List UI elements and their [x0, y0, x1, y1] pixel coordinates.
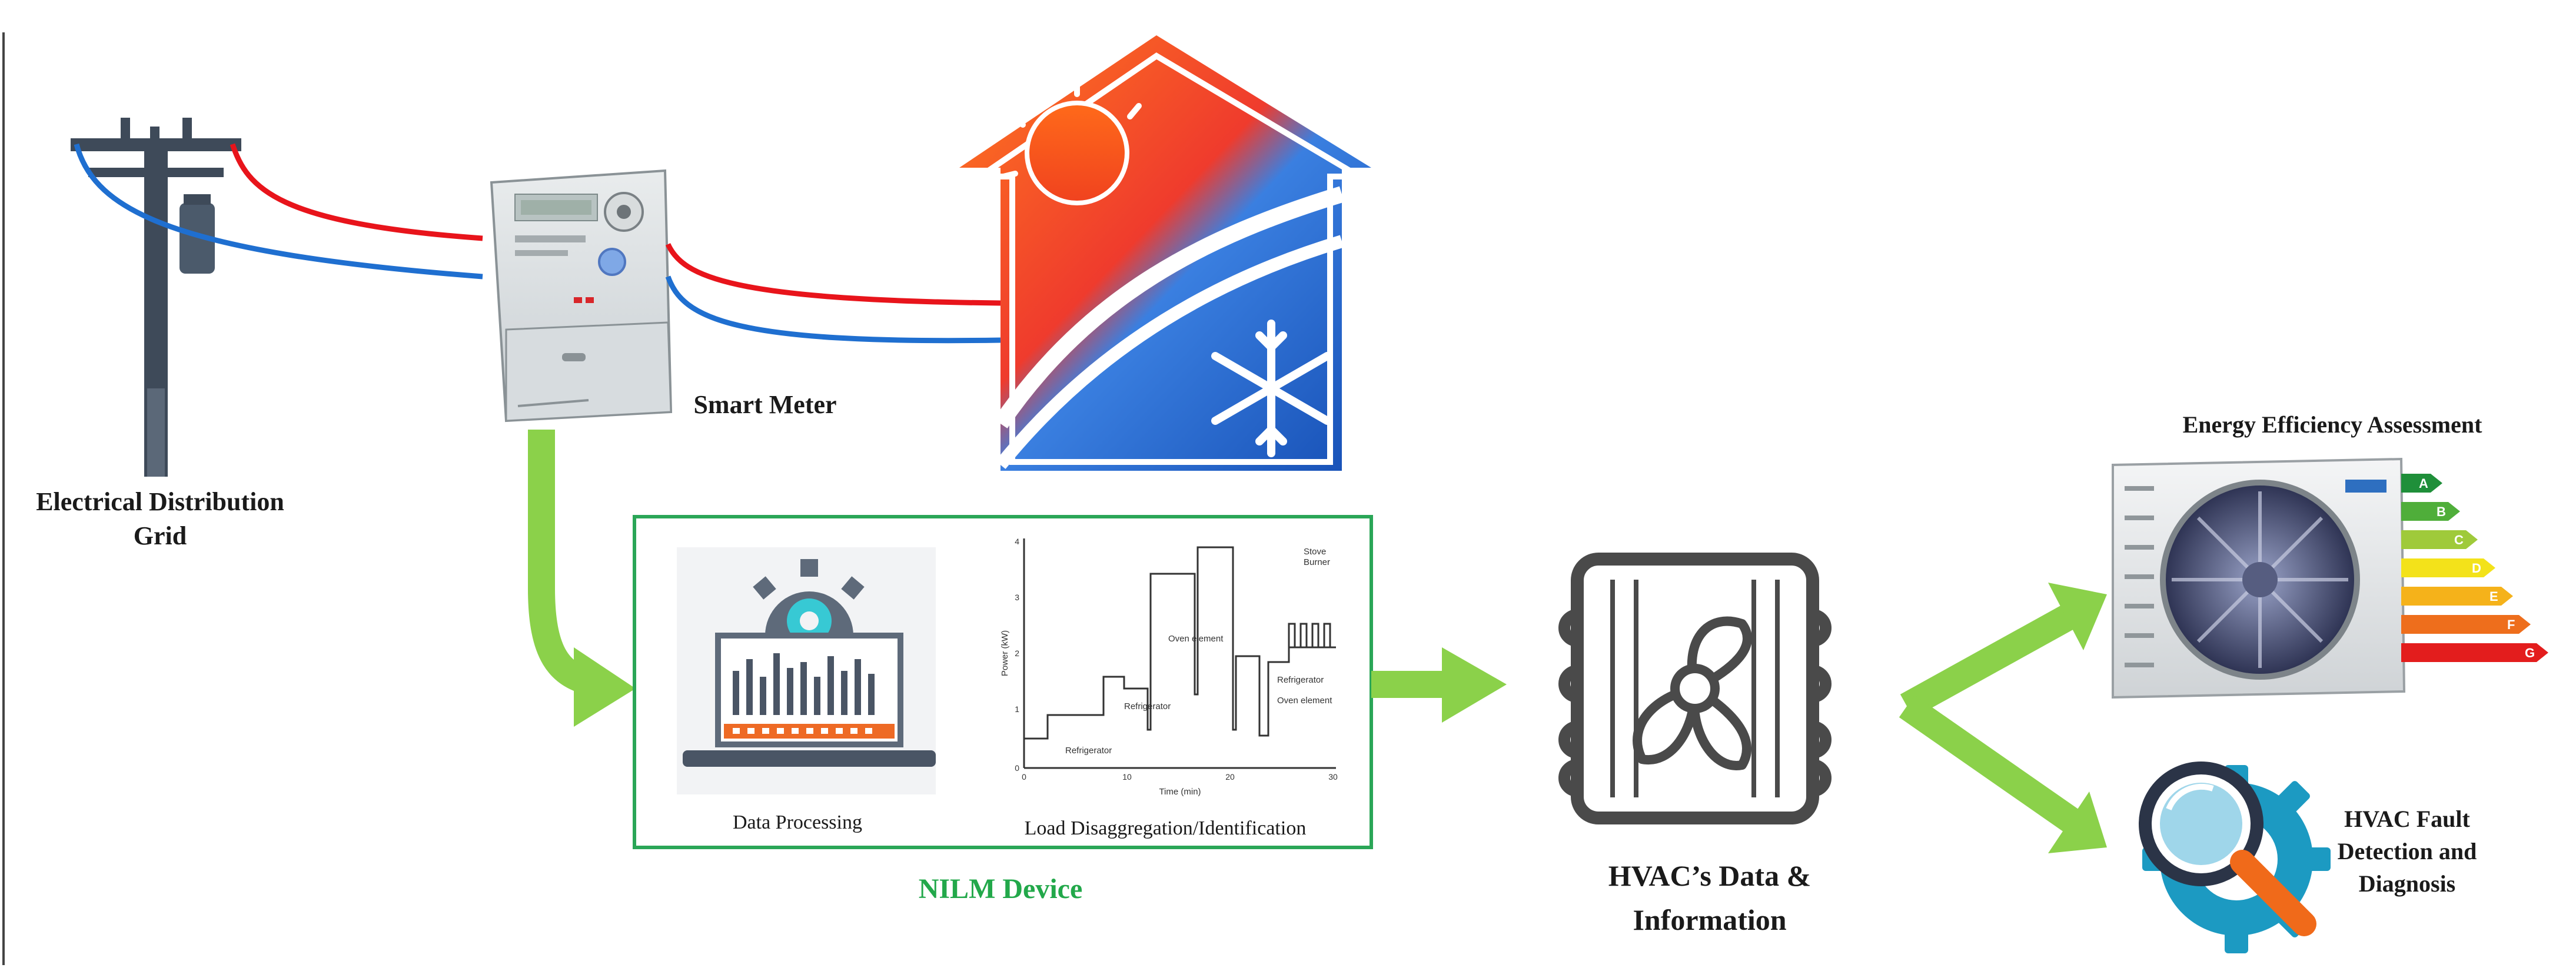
sun-shape	[1025, 101, 1129, 205]
chart-annotation-fridge-1: Refrigerator	[1065, 746, 1112, 756]
fault-label-line1: HVAC Fault	[2344, 806, 2470, 832]
energy-letter-d: D	[2472, 561, 2481, 576]
outdoor-ac-unit-icon	[2112, 457, 2406, 699]
chart-y-tick-4: 4	[1015, 537, 1019, 546]
chart-y-tick-3: 3	[1015, 593, 1019, 602]
chart-x-label: Time (min)	[1159, 787, 1201, 797]
chart-x-tick-0: 0	[1022, 772, 1026, 782]
energy-bar-a	[2401, 474, 2442, 493]
energy-bar-e	[2401, 587, 2513, 606]
load-disaggregation-chart: Stove Burner Oven element Refrigerator R…	[1000, 537, 1338, 797]
load-disaggregation-label: Load Disaggregation/Identification	[1025, 817, 1307, 839]
smart-meter-icon	[490, 169, 673, 423]
energy-bar-c	[2401, 530, 2478, 549]
chart-y-tick-1: 1	[1015, 704, 1019, 714]
chart-y-tick-0: 0	[1015, 763, 1019, 773]
utility-pole-icon	[71, 118, 241, 477]
red-wire-pole-meter	[230, 143, 483, 241]
chart-x-tick-10: 10	[1122, 772, 1132, 782]
arrow-head-to-efficiency	[2048, 583, 2107, 650]
energy-bar-d	[2401, 558, 2495, 577]
red-wire-meter-house	[665, 243, 1001, 306]
snowflake-shape	[1211, 320, 1331, 457]
energy-letter-e: E	[2489, 589, 2498, 604]
chart-annotation-oven-2: Oven element	[1277, 696, 1332, 706]
hvac-data-label-line2: Information	[1633, 903, 1786, 936]
energy-bar-f	[2401, 615, 2531, 634]
chart-y-tick-2: 2	[1015, 649, 1019, 658]
blue-wire-meter-house	[665, 275, 1001, 344]
chart-annotation-burner: Burner	[1304, 557, 1330, 567]
arrow-head-meter-to-nilm	[574, 647, 636, 727]
energy-rating-bars: A B C D E F G	[2401, 474, 2548, 662]
smart-meter-label: Smart Meter	[693, 390, 836, 419]
fault-label-line3: Diagnosis	[2359, 870, 2456, 897]
chart-y-label: Power (kW)	[1000, 630, 1010, 676]
arrow-nilm-to-hvac	[1371, 671, 1448, 698]
nilm-device-label: NILM Device	[919, 873, 1083, 905]
energy-letter-a: A	[2419, 476, 2428, 491]
laptop-data-icon	[677, 547, 936, 794]
chart-annotation-oven-1: Oven element	[1168, 634, 1224, 644]
energy-letter-g: G	[2525, 646, 2535, 660]
chart-annotation-fridge-2: Refrigerator	[1124, 701, 1171, 711]
arrow-meter-to-nilm	[528, 430, 597, 696]
magnifier-handle	[2230, 850, 2316, 936]
energy-letter-c: C	[2454, 533, 2464, 547]
magnifier-gear-icon	[2139, 761, 2331, 953]
data-processing-label: Data Processing	[733, 812, 862, 833]
energy-bar-g	[2401, 643, 2548, 662]
grid-label-line1: Electrical Distribution	[36, 487, 284, 516]
hvac-data-label-line1: HVAC’s Data &	[1608, 859, 1811, 892]
chart-annotation-fridge-3: Refrigerator	[1277, 675, 1324, 685]
fault-label-line2: Detection and	[2338, 838, 2477, 864]
arrow-head-nilm-to-hvac	[1442, 647, 1507, 723]
hvac-fan-icon	[1558, 553, 1832, 824]
grid-label-line2: Grid	[134, 521, 187, 550]
arrow-hvac-to-efficiency	[1900, 603, 2079, 719]
energy-efficiency-label: Energy Efficiency Assessment	[2183, 411, 2483, 438]
power-trace-line	[1024, 546, 1336, 740]
chart-x-tick-30: 30	[1328, 772, 1338, 782]
energy-letter-b: B	[2437, 504, 2446, 519]
arrow-hvac-to-fault	[1899, 695, 2080, 832]
chart-x-tick-20: 20	[1225, 772, 1235, 782]
arrow-head-to-fault	[2048, 792, 2107, 853]
energy-bar-b	[2401, 502, 2460, 521]
chart-annotation-stove: Stove	[1304, 547, 1326, 557]
blue-wire-pole-meter	[74, 143, 483, 280]
energy-letter-f: F	[2507, 617, 2515, 632]
house-climate-icon	[959, 35, 1371, 471]
